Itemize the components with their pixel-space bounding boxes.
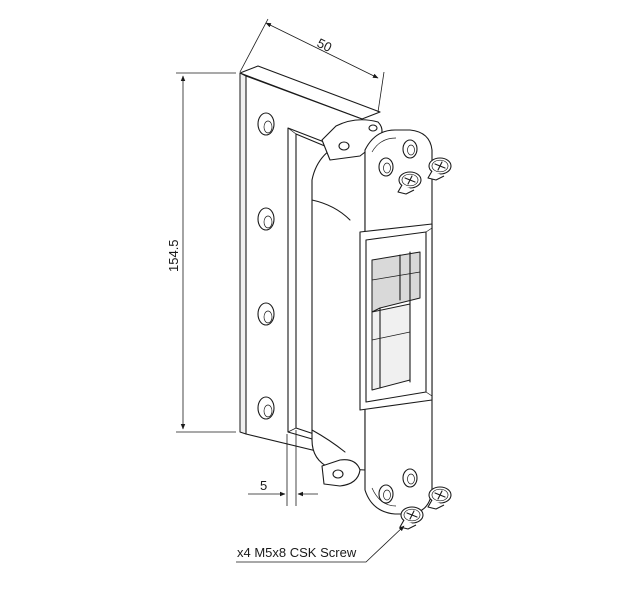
- screw-callout: x4 M5x8 CSK Screw: [236, 525, 405, 563]
- screw-callout-label: x4 M5x8 CSK Screw: [237, 545, 357, 560]
- offset-dimension-label: 5: [260, 478, 267, 493]
- mounting-holes: [257, 112, 275, 420]
- faceplate-holes: [378, 139, 418, 504]
- screw-icon: [427, 157, 452, 181]
- screw-icon: [399, 506, 424, 530]
- width-dimension-label: 50: [315, 35, 335, 55]
- height-dimension-label: 154.5: [166, 239, 181, 272]
- dimension-offset: 5: [248, 430, 318, 506]
- screw-icon: [427, 486, 452, 510]
- dimension-width: 50: [239, 18, 385, 113]
- strike-cavity: [359, 223, 433, 411]
- dimension-height: 154.5: [166, 72, 236, 433]
